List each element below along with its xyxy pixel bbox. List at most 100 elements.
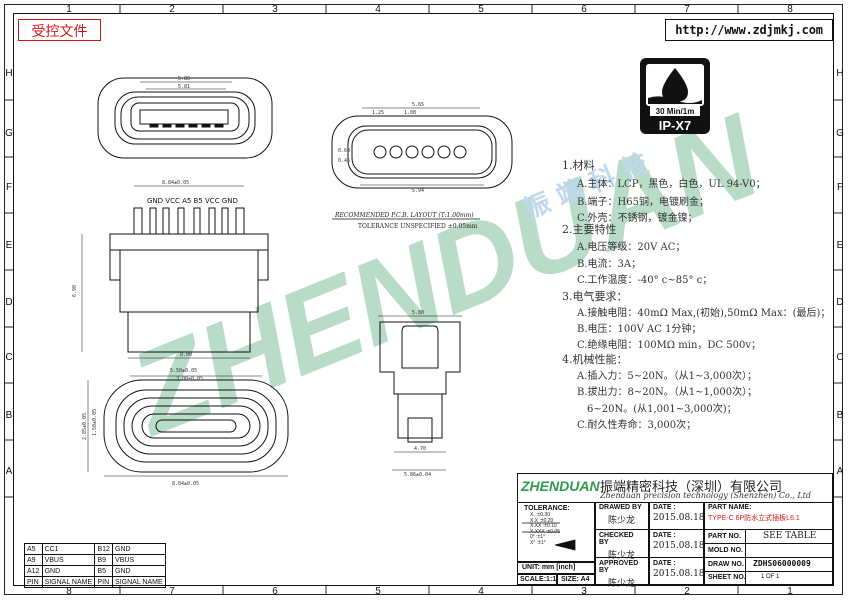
tolerance-list: X. :±0.30 X.X :±0.20 X.XX :±0.10 X.XXX :…	[530, 512, 560, 546]
row-label: E	[836, 240, 844, 251]
spec-line: 4.机械性能：	[562, 353, 628, 366]
date-cell: DATE :2015.08.18	[649, 530, 705, 558]
svg-text:1.25: 1.25	[372, 110, 384, 116]
col-label: 2	[684, 586, 690, 597]
drawing-number: ZDHS06000009	[753, 559, 811, 568]
col-label: 6	[272, 586, 278, 597]
col-label: 4	[375, 4, 381, 15]
outer-frame	[4, 4, 843, 595]
svg-text:5.81: 5.81	[178, 84, 190, 90]
spec-line: 3.电气要求：	[562, 290, 628, 303]
col-label: 2	[169, 4, 175, 15]
row-label: C	[5, 352, 13, 363]
row-label: F	[5, 182, 13, 193]
tolerance-box	[517, 502, 595, 562]
spec-line: C.工作温度：-40° c~85° c；	[577, 275, 713, 286]
row-label: B	[5, 410, 13, 421]
svg-text:5.86±0.04: 5.86±0.04	[404, 472, 431, 478]
col-label: 7	[684, 4, 690, 15]
row-label: G	[5, 128, 13, 139]
recommended-layout-label: RECOMMENDED P.C.B. LAYOUT (T:1.00mm)	[334, 212, 474, 219]
col-label: 3	[581, 586, 587, 597]
spec-line: B.拔出力：8~20N。（从1~1,000次）；	[577, 387, 758, 398]
svg-text:0.60: 0.60	[338, 148, 350, 154]
row-label: A	[836, 466, 844, 477]
divider	[745, 530, 746, 585]
sheet-no-cell: SHEET NO. 1 OF 1	[704, 572, 833, 585]
row-label: C	[836, 352, 844, 363]
company-logo: ZHENDUAN	[521, 478, 600, 494]
row-label: F	[836, 182, 844, 193]
col-label: 8	[66, 586, 72, 597]
svg-text:8.84±0.05: 8.84±0.05	[172, 481, 199, 487]
part-name: TYPE-C 6P防水立式插板L6.1	[708, 515, 800, 522]
spec-line: C.外壳：不锈钢，镀金镍；	[577, 213, 698, 224]
spec-line: A.插入力：5~20N。（从1~3,000次）；	[577, 371, 757, 382]
spec-line: C.绝缘电阻：100MΩ min，DC 500v；	[577, 340, 761, 351]
website-url[interactable]: http://www.zdjmkj.com	[665, 19, 833, 41]
date-cell: DATE :2015.08.18	[649, 502, 705, 530]
controlled-document-stamp: 受控文件	[18, 19, 101, 41]
mold-no-cell: MOLD NO.	[704, 544, 833, 558]
row-label: G	[836, 128, 844, 139]
col-label: 8	[787, 4, 793, 15]
spec-line: A.接触电阻：40mΩ Max,(初始),50mΩ Max：(最后)；	[577, 308, 831, 319]
svg-text:0.45: 0.45	[338, 158, 350, 164]
divider	[517, 502, 833, 503]
inner-frame	[13, 13, 834, 586]
svg-text:8.84±0.05: 8.84±0.05	[162, 180, 189, 186]
svg-text:5.65: 5.65	[412, 102, 424, 108]
part-no-cell: PART NO. SEE TABLE	[704, 530, 833, 544]
row-label: E	[5, 240, 13, 251]
row-label: D	[836, 297, 844, 308]
date-cell: DATE :2015.08.18	[649, 558, 705, 585]
col-label: 7	[169, 586, 175, 597]
tolerance-label: TOLERANCE:	[524, 505, 570, 512]
svg-text:5.50±0.05: 5.50±0.05	[170, 368, 197, 374]
unit-cell: UNIT: mm [inch]	[517, 562, 595, 574]
spec-line: 2.主要特性	[562, 223, 617, 236]
part-name-cell: PART NAME: TYPE-C 6P防水立式插板L6.1	[704, 502, 833, 530]
ip-duration: 30 Min/1m	[656, 107, 695, 116]
row-label: H	[5, 68, 13, 79]
col-label: 1	[787, 586, 793, 597]
ip-rating: IP-X7	[659, 118, 692, 133]
col-label: 6	[581, 4, 587, 15]
svg-text:8.00: 8.00	[180, 352, 192, 358]
col-label: 5	[478, 4, 484, 15]
spec-line: B.电压：100V AC 1分钟；	[577, 324, 702, 335]
spec-line: A.电压等级：20V AC；	[577, 242, 686, 253]
draw-no-cell: DRAW NO. ZDHS06000009	[704, 558, 833, 572]
ip-rating-badge: 30 Min/1m IP-X7	[640, 58, 710, 134]
spec-line: A.主体：LCP，黑色，白色，UL 94-V0；	[577, 179, 766, 190]
svg-text:2.85±0.05: 2.85±0.05	[82, 413, 88, 440]
row-label: D	[5, 297, 13, 308]
profile-view	[378, 315, 462, 471]
pcb-layout-view	[331, 107, 513, 220]
row-label: H	[836, 68, 844, 79]
svg-text:5.80: 5.80	[412, 310, 424, 316]
svg-text:5.86: 5.86	[178, 76, 190, 82]
svg-text:4.70: 4.70	[414, 446, 426, 452]
pin-labels: GND VCC A5 B5 VCC GND	[147, 197, 238, 205]
spec-line: C.耐久性寿命：3,000次；	[577, 420, 697, 431]
face-view-top	[97, 77, 273, 159]
company-name-cn: 振端精密科技（深圳）有限公司	[600, 479, 783, 494]
spec-line: B.端子：H65铜，电镀刷金；	[577, 197, 709, 208]
bottom-view	[87, 375, 289, 477]
svg-text:6.90: 6.90	[72, 285, 78, 297]
scale-cell: SCALE:1:1	[517, 574, 557, 585]
svg-text:5.94: 5.94	[412, 188, 424, 194]
svg-text:1.08: 1.08	[404, 110, 416, 116]
spec-line: B.电流：3A；	[577, 259, 642, 270]
col-label: 3	[272, 4, 278, 15]
